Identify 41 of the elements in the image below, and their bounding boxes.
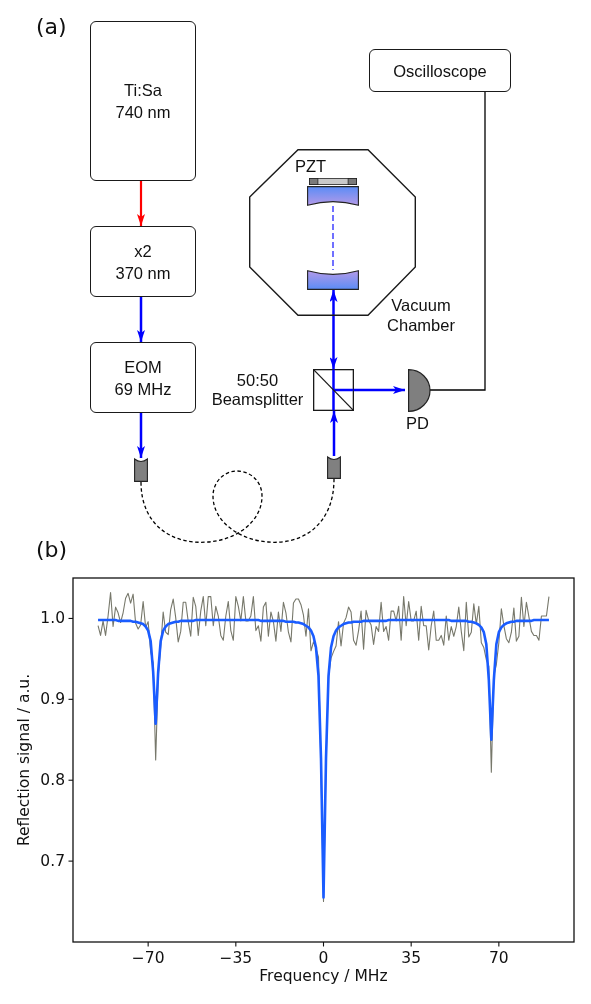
box-label: 740 nm: [115, 102, 171, 123]
tick-label: 0.8: [40, 771, 65, 790]
tick-label: 70: [489, 949, 509, 967]
box-label: EOM: [124, 356, 162, 378]
axis-title: Reflection signal / a.u.: [14, 673, 33, 847]
tick-label: 35: [401, 949, 422, 967]
dashed-beam-line: [332, 205, 334, 271]
box-label: Oscilloscope: [393, 60, 487, 82]
part-label: 50:50 Beamsplitter: [210, 370, 305, 410]
double-headed-arrow: [329, 290, 338, 369]
device-box: [90, 342, 196, 413]
laser-beam-arrow: [330, 411, 338, 456]
laser-beam-arrow: [137, 181, 145, 226]
tick-label: 1.0: [40, 609, 65, 628]
curved-mirror-icon: [307, 270, 359, 290]
fiber-loop-line: [140, 470, 335, 543]
tick-label: −70: [131, 949, 165, 967]
device-box: [369, 49, 511, 92]
chamber-label: Vacuum Chamber: [386, 296, 456, 335]
tick-label: −35: [219, 949, 253, 967]
tick-label: 0: [318, 949, 329, 967]
device-box: [90, 226, 196, 297]
laser-beam-arrow: [137, 297, 145, 342]
laser-beam-arrow: [354, 386, 405, 394]
tick-label: 0.7: [40, 852, 65, 871]
fiber-coupler-icon: [134, 458, 148, 482]
signal-wire: [429, 91, 486, 391]
fiber-coupler-icon: [327, 456, 341, 479]
axis-title: Frequency / MHz: [259, 967, 388, 985]
box-label: Ti:Sa: [124, 80, 162, 101]
box-label: x2: [134, 240, 152, 262]
part-label: PZT: [295, 157, 327, 177]
curved-mirror-icon: [307, 186, 359, 206]
box-label: 370 nm: [115, 262, 171, 284]
part-label: PD: [406, 414, 429, 434]
panel-label: (b): [36, 537, 68, 563]
box-label: 69 MHz: [114, 378, 172, 400]
tick-label: 0.9: [40, 690, 65, 709]
laser-beam-arrow: [137, 413, 145, 458]
panel-label: (a): [36, 14, 67, 40]
device-box: [90, 21, 196, 181]
